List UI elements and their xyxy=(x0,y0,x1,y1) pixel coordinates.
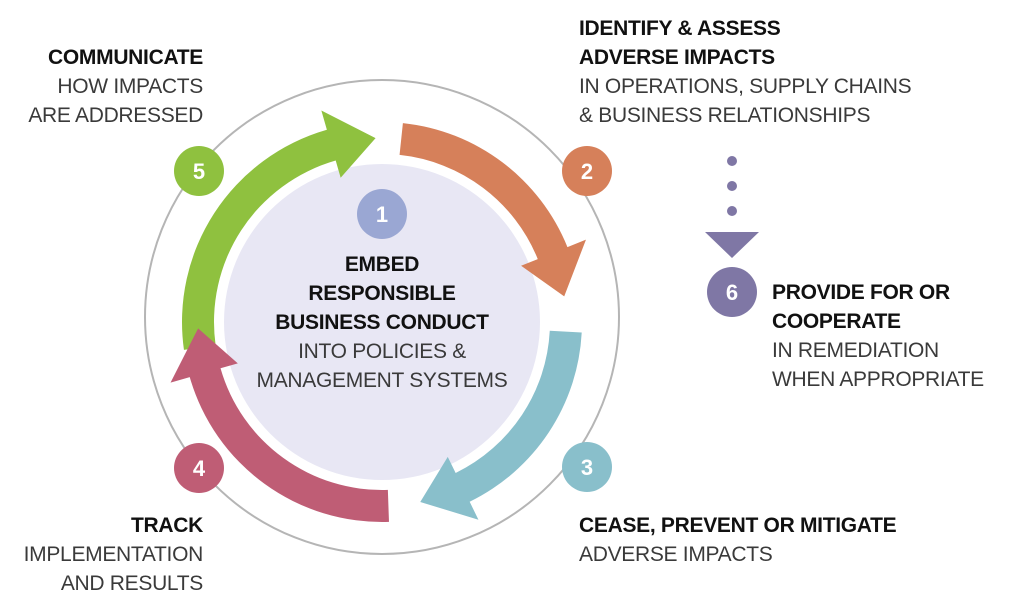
step-5-desc-line-1: HOW IMPACTS xyxy=(57,75,203,98)
step-4-title-line-1: TRACK xyxy=(131,514,203,537)
connector-dot xyxy=(727,181,737,191)
step-number-6: 6 xyxy=(726,280,738,305)
step-number-4: 4 xyxy=(193,456,206,481)
step-4-label: TRACK IMPLEMENTATION AND RESULTS xyxy=(23,511,204,598)
step-6-desc-line-1: IN REMEDIATION xyxy=(772,339,939,362)
step-badge-1: 1 xyxy=(357,189,407,239)
arrow-step-3-cease xyxy=(420,330,582,520)
step-badge-4: 4 xyxy=(174,443,224,493)
step-badge-5: 5 xyxy=(174,146,224,196)
step-5-label: COMMUNICATE HOW IMPACTS ARE ADDRESSED xyxy=(28,43,203,130)
connector-dot xyxy=(727,156,737,166)
step-badge-3: 3 xyxy=(562,442,612,492)
step-1-title-line-1: EMBED xyxy=(344,253,420,276)
step-6-connector xyxy=(705,156,759,258)
step-1-label: EMBED RESPONSIBLE BUSINESS CONDUCT INTO … xyxy=(232,250,532,395)
step-3-label: CEASE, PREVENT OR MITIGATE ADVERSE IMPAC… xyxy=(579,511,897,569)
step-6-title-line-1: PROVIDE FOR OR xyxy=(772,281,950,304)
connector-arrowhead-icon xyxy=(705,232,759,258)
center-circle xyxy=(224,164,540,480)
step-2-title-line-2: ADVERSE IMPACTS xyxy=(579,46,775,69)
step-6-desc-line-2: WHEN APPROPRIATE xyxy=(772,368,984,391)
step-1-desc-line-2: MANAGEMENT SYSTEMS xyxy=(256,369,508,392)
step-number-5: 5 xyxy=(193,159,205,184)
step-6-title-line-2: COOPERATE xyxy=(772,310,901,333)
step-2-desc-line-2: & BUSINESS RELATIONSHIPS xyxy=(579,104,871,127)
step-number-1: 1 xyxy=(376,202,388,227)
step-1-title-line-3: BUSINESS CONDUCT xyxy=(275,311,489,334)
step-1-title-line-2: RESPONSIBLE xyxy=(308,282,456,305)
step-3-title-line-1: CEASE, PREVENT OR MITIGATE xyxy=(579,514,897,537)
step-4-desc-line-1: IMPLEMENTATION xyxy=(23,543,204,566)
step-2-title-line-1: IDENTIFY & ASSESS xyxy=(579,17,781,40)
step-2-label: IDENTIFY & ASSESS ADVERSE IMPACTS IN OPE… xyxy=(579,14,912,130)
connector-dot xyxy=(727,206,737,216)
step-5-title-line-1: COMMUNICATE xyxy=(48,46,203,69)
outer-ring xyxy=(144,79,620,555)
step-number-2: 2 xyxy=(581,159,593,184)
arrow-step-5-communicate xyxy=(182,110,376,350)
arrow-step-2-identify xyxy=(399,123,586,297)
step-number-3: 3 xyxy=(581,455,593,480)
step-badge-2: 2 xyxy=(562,146,612,196)
step-3-desc-line-1: ADVERSE IMPACTS xyxy=(579,543,773,566)
arrow-step-4-track xyxy=(170,328,389,522)
step-4-desc-line-2: AND RESULTS xyxy=(60,572,203,595)
step-2-desc-line-1: IN OPERATIONS, SUPPLY CHAINS xyxy=(579,75,912,98)
step-1-desc-line-1: INTO POLICIES & xyxy=(298,340,466,363)
step-badge-6: 6 xyxy=(707,267,757,317)
step-6-label: PROVIDE FOR OR COOPERATE IN REMEDIATION … xyxy=(772,278,984,394)
step-5-desc-line-2: ARE ADDRESSED xyxy=(28,104,203,127)
